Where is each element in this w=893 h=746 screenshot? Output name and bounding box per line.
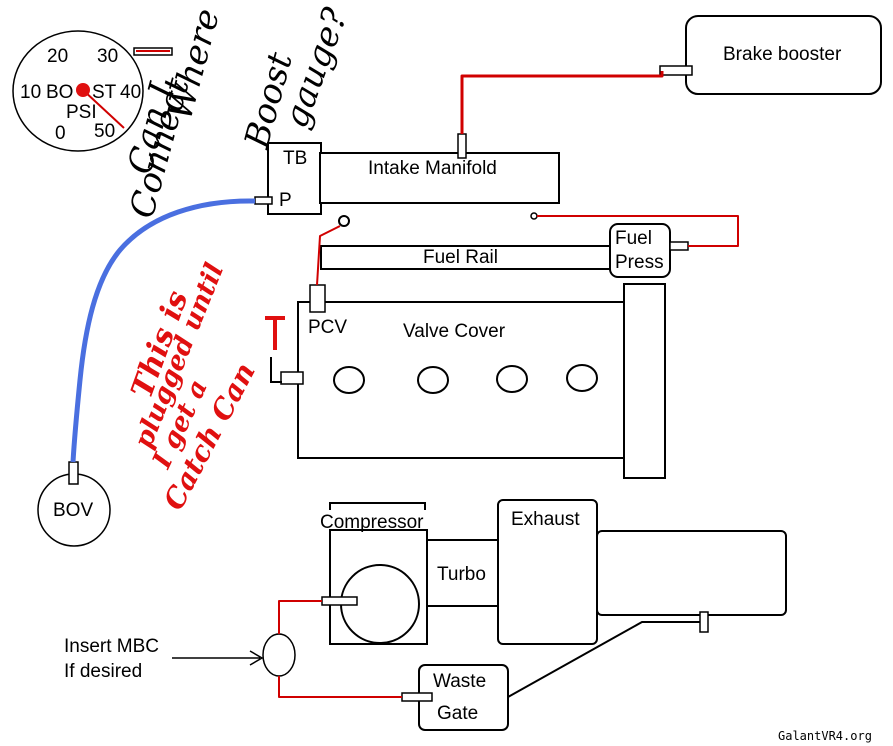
- gauge-tick-30: 30: [97, 46, 118, 67]
- boost-reference-hose-lower: [278, 676, 402, 698]
- compressor-label: Compressor: [320, 512, 424, 533]
- intake-fuel-press-port: [530, 212, 538, 220]
- pcv-hose: [316, 225, 341, 286]
- fuel-press-hose: [537, 215, 739, 247]
- exhaust-label: Exhaust: [511, 509, 580, 530]
- gauge-word-part1: BO: [46, 82, 73, 103]
- gauge-tick-10: 10: [20, 82, 41, 103]
- gauge-tick-50: 50: [94, 121, 115, 142]
- throttle-body-port-label: P: [279, 190, 292, 211]
- mbc-note-line2: If desired: [64, 661, 142, 682]
- intake-manifold-label: Intake Manifold: [368, 158, 497, 179]
- valve-cover-label: Valve Cover: [403, 321, 506, 342]
- spark-plug-hole-3: [496, 365, 528, 393]
- pcv-valve: [309, 284, 326, 313]
- valve-cover-end-plate: [623, 283, 666, 479]
- fuel-press-line1: Fuel: [615, 228, 652, 249]
- compressor-boost-port: [321, 596, 358, 606]
- mbc-placeholder: [262, 633, 296, 677]
- spark-plug-hole-2: [417, 366, 449, 394]
- valve-cover: Valve Cover PCV: [280, 283, 666, 479]
- fuel-rail: Fuel Rail: [320, 245, 613, 270]
- pcv-label: PCV: [308, 317, 347, 338]
- valve-cover-breather-port: [280, 371, 304, 385]
- wastegate-dump-port: [699, 611, 709, 633]
- blow-off-valve: BOV: [37, 461, 111, 547]
- boost-gauge: 20 30 10 BO ST 40 PSI 0 50: [12, 30, 173, 152]
- fuel-press-line2: Press: [615, 252, 664, 273]
- throttle-body: TB P: [254, 142, 322, 215]
- turbo-label: Turbo: [437, 564, 486, 585]
- bov-hose: [70, 198, 256, 463]
- intake-manifold: Intake Manifold: [319, 133, 560, 227]
- intake-pcv-port: [338, 215, 350, 227]
- gauge-tick-20: 20: [47, 46, 68, 67]
- watermark: GalantVR4.org: [778, 729, 872, 743]
- mbc-arrow: [172, 650, 264, 666]
- gauge-needle-hub: [76, 83, 90, 97]
- wastegate-line1: Waste: [433, 671, 486, 692]
- downpipe: [596, 530, 787, 616]
- wastegate-line2: Gate: [437, 703, 478, 724]
- throttle-body-label: TB: [283, 148, 307, 169]
- gauge-tick-40: 40: [120, 82, 141, 103]
- gauge-needle: [82, 89, 125, 129]
- gauge-tick-0: 0: [55, 123, 66, 144]
- mbc-note: Insert MBC If desired: [64, 633, 296, 682]
- fuel-rail-label: Fuel Rail: [423, 247, 498, 268]
- bov-label: BOV: [53, 500, 93, 521]
- turbocharger: Compressor Turbo Exhaust: [320, 499, 787, 645]
- gauge-unit: PSI: [66, 102, 97, 123]
- plug-arrow-marks: [265, 316, 285, 350]
- spark-plug-hole-4: [566, 364, 598, 392]
- brake-booster-hose: [460, 71, 664, 134]
- brake-booster-label: Brake booster: [723, 44, 842, 65]
- boost-reference-hose-upper: [278, 600, 322, 634]
- wastegate: Waste Gate: [401, 621, 700, 731]
- plug-cap: [270, 357, 282, 383]
- throttle-body-port-nipple: [254, 196, 273, 205]
- brake-booster: Brake booster: [659, 15, 882, 95]
- wastegate-signal-port: [401, 692, 433, 702]
- fuel-pressure-regulator: Fuel Press: [609, 223, 689, 278]
- bov-port: [68, 461, 79, 485]
- wastegate-dump-pipe: [507, 621, 700, 698]
- brake-booster-port: [659, 65, 693, 76]
- gauge-word-part2: ST: [92, 82, 117, 103]
- compressor-top-bracket: [329, 502, 426, 510]
- fuel-press-port: [669, 241, 689, 251]
- intake-vacuum-port: [457, 133, 467, 159]
- plugged-note-scribble: This is plugged until I get a Catch Can: [125, 259, 285, 515]
- mbc-note-line1: Insert MBC: [64, 636, 159, 657]
- spark-plug-hole-1: [333, 366, 365, 394]
- vacuum-hoses: [70, 71, 739, 698]
